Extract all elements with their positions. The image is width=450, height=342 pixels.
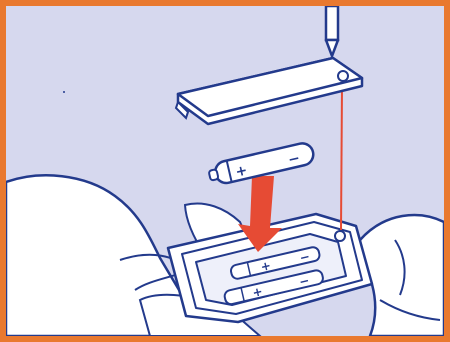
screw-hole [335, 231, 345, 241]
screwdriver-icon [326, 6, 338, 56]
stray-dot [63, 91, 65, 93]
guide-line [341, 86, 342, 230]
battery-cover [176, 58, 362, 124]
cover-screw-hole [338, 71, 348, 81]
fabric-right [360, 215, 444, 336]
battery-replacement-diagram: + − + − + − [6, 6, 444, 336]
illustration-panel: + − + − + − [6, 6, 444, 336]
